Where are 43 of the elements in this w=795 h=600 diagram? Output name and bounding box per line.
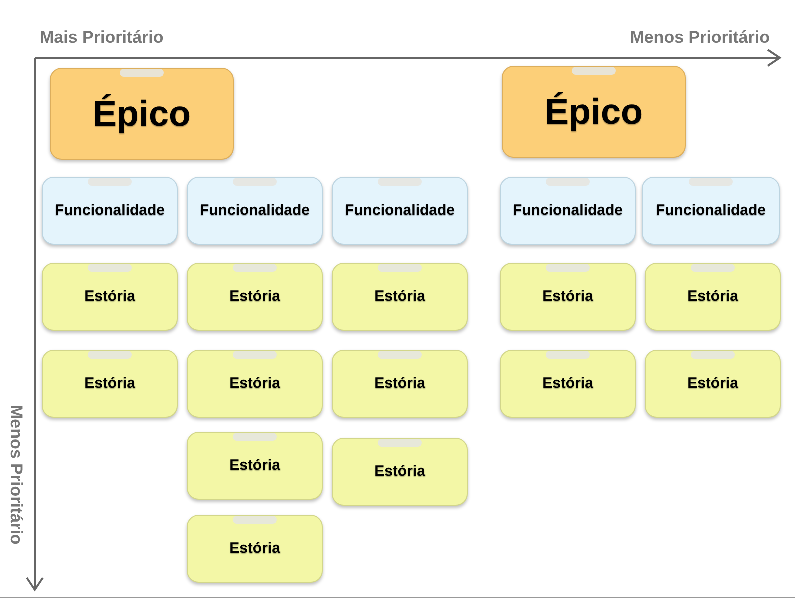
note-text: Estória [374,286,426,307]
sticky-note [332,438,468,506]
sticky-note [187,177,323,245]
sticky-note [642,177,780,245]
note-text: Estória [230,538,280,559]
sticky-note [645,350,781,418]
note-text: Estória [688,374,738,394]
note-text: Funcionalidade [656,200,766,221]
note-text: Estória [688,286,738,307]
note-text: Estória [542,374,594,394]
axis-label: Menos Prioritário [8,405,25,545]
sticky-note [187,350,323,418]
note-text: Funcionalidade [200,200,310,221]
axis-label: Mais Prioritário [40,27,164,49]
sticky-note [332,350,468,418]
sticky-note [187,432,323,500]
sticky-note [500,177,636,245]
sticky-note [42,350,178,418]
sticky-note [645,263,781,331]
note-text: Funcionalidade [512,200,623,221]
sticky-note [50,68,234,160]
axis-label: Menos Prioritário [630,27,770,49]
sticky-note [42,177,178,245]
note-text: Épico [544,92,643,132]
sticky-note [187,263,323,331]
note-text: Funcionalidade [54,200,165,221]
note-text: Estória [84,374,136,394]
note-text: Estória [84,286,136,307]
note-text: Épico [92,94,191,134]
note-text: Estória [230,286,280,307]
sticky-note [332,263,468,331]
sticky-note [42,263,178,331]
note-text: Estória [374,374,426,394]
sticky-note [500,263,636,331]
sticky-note [332,177,468,245]
sticky-note [187,515,323,583]
note-text: Funcionalidade [344,200,455,221]
note-text: Estória [542,286,594,307]
sticky-note [502,66,686,158]
note-text: Estória [230,374,280,394]
note-text: Estória [230,456,280,476]
sticky-note [500,350,636,418]
note-text: Estória [374,462,426,482]
